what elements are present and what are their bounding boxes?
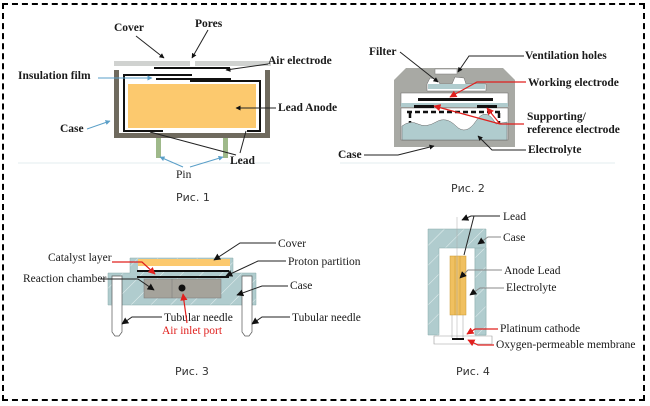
label-insulation-film: Insulation film — [18, 70, 91, 82]
label-air-inlet-port: Air inlet port — [162, 325, 223, 337]
reference-electrode-left — [414, 105, 434, 108]
platinum-cathode — [452, 338, 464, 340]
caption-fig-2: Рис. 2 — [451, 182, 485, 195]
caption-fig-1: Рис. 1 — [176, 191, 210, 204]
case-left-wall — [114, 70, 119, 138]
cover — [138, 259, 230, 266]
label-catalyst-layer: Catalyst layer — [48, 252, 112, 264]
filter — [428, 84, 485, 89]
label-cover: Cover — [114, 22, 144, 34]
case-right-wall — [265, 70, 270, 138]
working-electrode — [418, 98, 493, 101]
lead-wire — [123, 74, 261, 132]
insulation-film-strip — [156, 78, 231, 80]
figure-2: Filter Ventilation holes Working electro… — [338, 46, 620, 195]
label-tubular-needle-right: Tubular needle — [292, 312, 361, 324]
label-filter: Filter — [369, 46, 396, 58]
proton-partition — [137, 270, 229, 272]
label-lead-anode: Lead Anode — [278, 102, 337, 114]
cover-left — [114, 61, 190, 66]
air-electrode — [154, 67, 230, 69]
label-electrolyte: Electrolyte — [528, 144, 581, 156]
cover-right — [195, 61, 271, 66]
label-case: Case — [290, 280, 312, 292]
air-inlet-port — [178, 284, 186, 292]
figure-3: Cover Catalyst layer Proton partition Re… — [23, 238, 361, 378]
figure-1: Cover Pores Air electrode Insulation fil… — [18, 18, 337, 204]
label-lead: Lead — [503, 211, 526, 223]
label-ventilation-holes: Ventilation holes — [525, 50, 607, 62]
reference-electrode-right — [477, 105, 497, 108]
label-cover: Cover — [278, 238, 306, 250]
label-pin: Pin — [176, 169, 192, 181]
label-reaction-chamber: Reaction chamber — [23, 273, 107, 285]
tubular-needle-left — [111, 275, 123, 337]
label-case: Case — [60, 123, 84, 135]
label-supporting-electrode-1: Supporting/ — [527, 111, 587, 123]
tubular-needle-right — [241, 275, 253, 337]
catalyst-layer — [137, 276, 229, 278]
insulation-film-strip — [156, 74, 192, 76]
caption-fig-3: Рис. 3 — [175, 365, 209, 378]
pin-right — [223, 138, 228, 158]
label-supporting-electrode-2: reference electrode — [527, 124, 620, 136]
electrolyte-fill — [401, 114, 508, 141]
label-case: Case — [503, 232, 525, 244]
case-bottom — [114, 133, 270, 138]
label-proton-partition: Proton partition — [288, 256, 361, 268]
label-platinum-cathode: Platinum cathode — [500, 323, 580, 335]
anode-lead — [449, 255, 467, 316]
label-electrolyte: Electrolyte — [506, 282, 556, 294]
caption-fig-4: Рис. 4 — [456, 365, 490, 378]
label-case: Case — [338, 149, 362, 161]
label-pores: Pores — [195, 18, 223, 30]
label-lead: Lead — [230, 155, 256, 167]
pin-left — [156, 138, 161, 158]
figure-4: Lead Case Anode Lead Electrolyte Platinu… — [427, 211, 636, 378]
dashed-border-frame — [2, 3, 645, 401]
label-working-electrode: Working electrode — [528, 77, 619, 89]
label-air-electrode: Air electrode — [268, 55, 332, 67]
label-tubular-needle-left: Tubular needle — [164, 312, 233, 324]
lead-anode-block — [128, 84, 256, 128]
ventilation-cap — [434, 68, 458, 75]
label-anode-lead: Anode Lead — [504, 265, 561, 277]
label-oxygen-permeable-membrane: Oxygen-permeable membrane — [496, 339, 636, 351]
